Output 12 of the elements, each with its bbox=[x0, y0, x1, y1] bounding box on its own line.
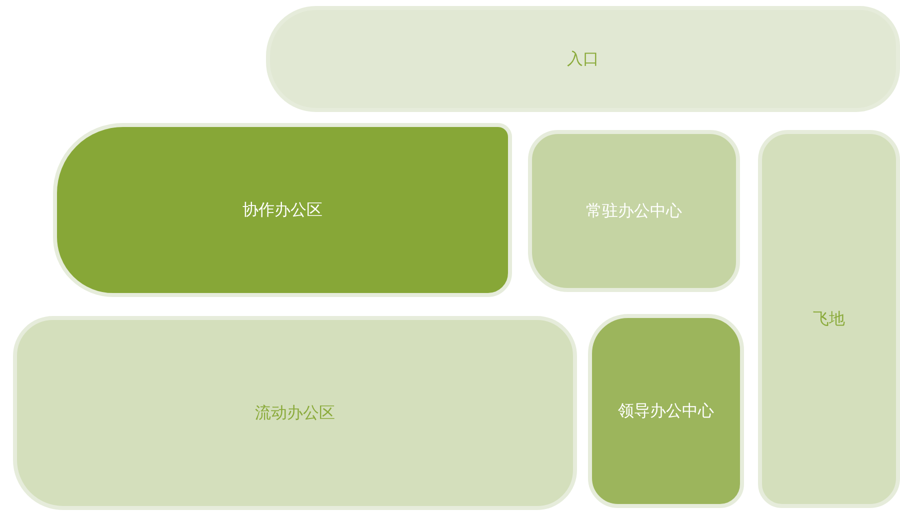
area-blob bbox=[13, 316, 577, 510]
area-blob bbox=[528, 130, 740, 292]
area-label: 入口 bbox=[567, 48, 599, 70]
area-blob bbox=[588, 314, 744, 508]
area-blob bbox=[53, 123, 512, 297]
area-label: 常驻办公中心 bbox=[586, 200, 682, 222]
area-label: 领导办公中心 bbox=[618, 400, 714, 422]
area-blob bbox=[758, 130, 900, 508]
area-label: 流动办公区 bbox=[255, 402, 335, 424]
area-label: 协作办公区 bbox=[242, 200, 322, 220]
area-label: 飞地 bbox=[813, 308, 845, 330]
area-blob bbox=[266, 6, 900, 112]
